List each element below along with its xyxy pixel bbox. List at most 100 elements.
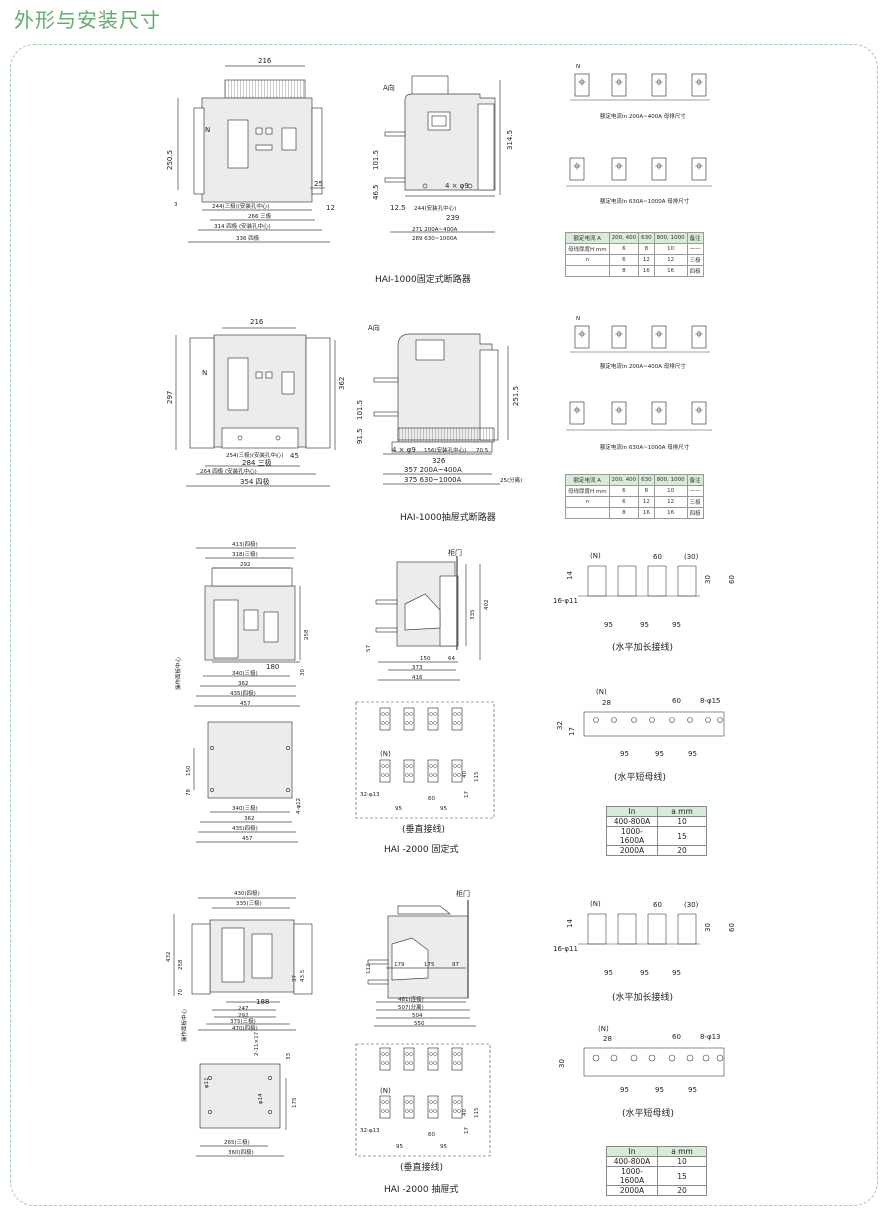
svg-text:14: 14 (566, 919, 574, 928)
hai2000-fixed-front-dims: 413(四极) 318(三极) 292 258 180 340(三极) 362 … (174, 540, 310, 707)
svg-text:95: 95 (655, 1086, 664, 1094)
svg-text:64: 64 (448, 656, 455, 662)
hai2000-draw-horizontal-short (583, 1047, 725, 1077)
hai2000-draw-horizontal-long-dims: (N) 60 (30) 14 30 60 16-φ11 95 95 95 (553, 900, 736, 977)
svg-text:60: 60 (428, 1132, 435, 1138)
svg-text:95: 95 (620, 1086, 629, 1094)
svg-text:40: 40 (462, 1109, 468, 1116)
svg-text:70.5: 70.5 (476, 448, 489, 454)
hai2000-fixed-mount-drawing (193, 721, 298, 843)
svg-text:额定电流In 200A~400A 母排尺寸: 额定电流In 200A~400A 母排尺寸 (600, 112, 686, 120)
svg-text:115: 115 (474, 1107, 480, 1118)
hai2000-fixed-side-drawing (375, 556, 481, 681)
svg-text:264 四极 (安装孔中心): 264 四极 (安装孔中心) (200, 467, 257, 475)
hai1000-draw-busbar-a: N 额定电流In 200A~400A 母排尺寸 (570, 316, 710, 370)
svg-text:457: 457 (242, 836, 253, 842)
svg-text:60: 60 (728, 575, 736, 584)
hai1000-fixed-side-drawing (384, 75, 501, 233)
svg-text:362: 362 (244, 816, 255, 822)
vertical-terminal-box (355, 1043, 491, 1157)
svg-text:375(三极): 375(三极) (230, 1017, 256, 1025)
svg-text:95: 95 (640, 969, 649, 977)
svg-text:(30): (30) (684, 553, 699, 561)
svg-text:95: 95 (672, 969, 681, 977)
hai1000-draw-busbar-b: 额定电流In 630A~1000A 母排尺寸 (566, 401, 712, 451)
hai2000-draw-horizontal-long (578, 913, 700, 945)
hai2000-fixed-vertical-terminals: (N) 32-φ13 40 115 60 17 95 95 (360, 707, 480, 812)
dim-label: 101.5 (372, 150, 380, 170)
dim-label: 314 四极 (安装孔中心) (214, 222, 271, 230)
dim-label: 244(三极)(安装孔中心) (212, 202, 270, 210)
dim-label: 289 630~1000A (412, 236, 457, 242)
svg-text:432: 432 (166, 952, 172, 963)
svg-text:95: 95 (672, 621, 681, 629)
svg-text:(N): (N) (596, 688, 607, 696)
svg-text:N: N (576, 316, 580, 322)
svg-text:95: 95 (440, 806, 447, 812)
svg-text:37: 37 (292, 975, 298, 982)
svg-text:N: N (202, 369, 207, 377)
svg-text:297: 297 (166, 391, 174, 404)
a-direction-label: A向 (383, 83, 395, 92)
svg-text:柜门: 柜门 (456, 889, 470, 898)
caption-hai2000-fixed: HAI -2000 固定式 (384, 845, 459, 855)
svg-text:150: 150 (420, 656, 431, 662)
hai2000-fixed-front-drawing (194, 547, 301, 707)
horizontal-long-label: (水平加长接线) (612, 993, 674, 1003)
svg-text:(N): (N) (598, 1025, 609, 1033)
svg-text:258: 258 (178, 959, 184, 970)
dim-label: 239 (446, 214, 459, 222)
dim-label: 216 (258, 57, 272, 65)
page-title: 外形与安装尺寸 (14, 8, 161, 32)
svg-text:95: 95 (640, 621, 649, 629)
svg-text:326: 326 (432, 457, 446, 465)
svg-text:175: 175 (424, 962, 435, 968)
svg-text:8-φ13: 8-φ13 (700, 1033, 721, 1041)
dim-label: 3 (174, 202, 178, 208)
hai1000-draw-side-drawing (373, 333, 509, 485)
svg-text:435(四极): 435(四极) (232, 824, 258, 832)
svg-text:375 630~1000A: 375 630~1000A (404, 476, 462, 484)
svg-text:(N): (N) (590, 900, 601, 908)
svg-text:16-φ11: 16-φ11 (553, 945, 578, 953)
svg-text:16-φ11: 16-φ11 (553, 597, 578, 605)
hai2000-fixed-horizontal-short (583, 711, 725, 737)
svg-text:95: 95 (440, 1144, 447, 1150)
svg-text:2-11×17: 2-11×17 (254, 1031, 260, 1056)
vertical-terminal-box (355, 701, 495, 819)
svg-text:430(四极): 430(四极) (234, 889, 260, 897)
svg-text:60: 60 (653, 901, 662, 909)
svg-text:354 四极: 354 四极 (240, 477, 270, 486)
svg-text:30: 30 (704, 923, 712, 932)
svg-text:247: 247 (238, 1006, 249, 1012)
hai1000-fixed-busbar-b: 额定电流In 630A~1000A 母排尺寸 (566, 157, 712, 205)
dim-label: 266 三极 (248, 212, 272, 220)
svg-text:28: 28 (602, 699, 611, 707)
svg-text:340(三极): 340(三极) (232, 669, 258, 677)
svg-text:95: 95 (655, 750, 664, 758)
n-pole-label: N (205, 126, 210, 134)
hai2000-fixed-horizontal-short-dims: (N) 28 60 8-φ15 32 17 95 95 95 (556, 688, 721, 758)
svg-text:112: 112 (366, 964, 372, 975)
svg-text:17: 17 (568, 727, 576, 736)
svg-text:(N): (N) (590, 552, 601, 560)
horizontal-short-label: (水平短母线) (614, 773, 667, 783)
svg-text:507(分离): 507(分离) (398, 1003, 424, 1011)
svg-text:265(三极): 265(三极) (224, 1138, 250, 1146)
content-frame (10, 44, 878, 1206)
svg-text:额定电流In 200A~400A 母排尺寸: 额定电流In 200A~400A 母排尺寸 (600, 362, 686, 370)
svg-text:435(四极): 435(四极) (230, 689, 256, 697)
svg-text:188: 188 (256, 998, 269, 1006)
hai2000-draw-front-dims: 430(四极) 335(三极) 432 258 70 37 43.5 188 2… (166, 889, 306, 1042)
svg-text:43.5: 43.5 (300, 969, 306, 982)
hai1000-fixed-busbar-a: N 额定电流In 200A~400A 母排尺寸 (570, 64, 710, 120)
